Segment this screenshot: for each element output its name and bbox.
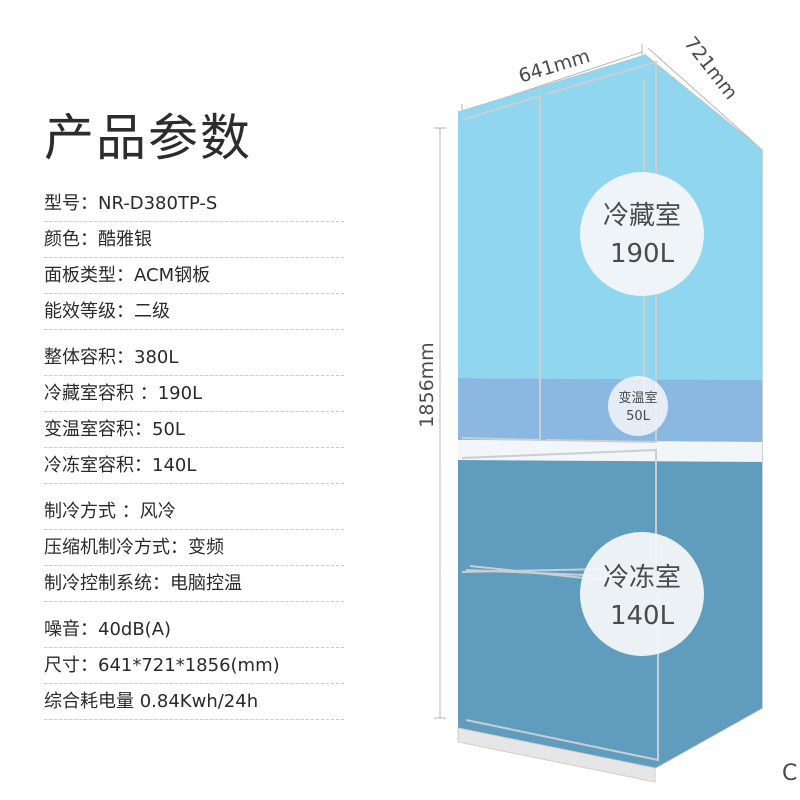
spec-label: 冷冻室容积： <box>44 455 152 476</box>
spec-row: 冷藏室容积 ：190L <box>44 376 344 412</box>
left-door-outline <box>461 94 541 442</box>
spec-value: 140L <box>152 455 197 476</box>
corner-glyph: C <box>782 761 797 786</box>
spec-row: 能效等级：二级 <box>44 294 344 330</box>
fridge-name: 冷藏室 <box>603 201 681 231</box>
spec-label: 整体容积： <box>44 347 134 368</box>
page-title: 产品参数 <box>44 109 252 167</box>
spec-label: 尺寸： <box>44 655 98 676</box>
spec-label: 型号： <box>44 193 98 214</box>
spec-label: 制冷方式 ： <box>44 501 140 522</box>
fridge-base <box>457 727 656 783</box>
spec-label: 颜色： <box>44 229 98 250</box>
spec-row: 冷冻室容积：140L <box>44 448 344 484</box>
fridge-badge: 冷藏室 190L <box>580 172 704 296</box>
depth-dim-line <box>647 47 761 149</box>
spec-label: 噪音： <box>44 619 98 640</box>
spec-row: 整体容积：380L <box>44 340 344 376</box>
freezer-volume: 140L <box>610 601 675 631</box>
spec-label: 压缩机制冷方式： <box>44 537 188 558</box>
spec-list: 型号：NR-D380TP-S 颜色：酷雅银 面板类型：ACM钢板 能效等级：二级… <box>44 186 344 720</box>
bottom-drawer-outline <box>465 569 659 762</box>
spec-value: 380L <box>134 347 179 368</box>
height-dimension-label: 1856mm <box>416 342 438 427</box>
spec-row: 型号：NR-D380TP-S <box>44 186 344 222</box>
spec-value: 二级 <box>134 301 170 322</box>
spec-value: NR-D380TP-S <box>98 193 218 214</box>
freezer-badge: 冷冻室 140L <box>580 532 704 656</box>
convertible-badge: 变温室 50L <box>608 376 668 436</box>
convertible-volume: 50L <box>626 409 651 424</box>
spec-value: 50L <box>152 419 185 440</box>
spec-label: 能效等级： <box>44 301 134 322</box>
spec-row: 颜色：酷雅银 <box>44 222 344 258</box>
spec-row: 噪音：40dB(A) <box>44 612 344 648</box>
spec-value: ACM钢板 <box>134 265 211 286</box>
spec-label: 变温室容积： <box>44 419 152 440</box>
fridge-body <box>456 53 764 783</box>
spec-label: 综合耗电量 <box>44 691 134 712</box>
spec-value: 641*721*1856(mm) <box>98 655 280 676</box>
convertible-name: 变温室 <box>618 390 657 406</box>
spec-row: 制冷控制系统：电脑控温 <box>44 566 344 602</box>
spec-label: 制冷控制系统： <box>44 573 170 594</box>
spec-value: 风冷 <box>139 501 176 522</box>
spec-row: 尺寸：641*721*1856(mm) <box>44 648 344 684</box>
spec-value: 电脑控温 <box>170 573 242 594</box>
spec-value: 190L <box>157 383 203 404</box>
spec-row: 变温室容积：50L <box>44 412 344 448</box>
spec-label: 面板类型： <box>44 265 134 286</box>
fridge-volume: 190L <box>610 239 675 269</box>
spec-row: 综合耗电量 0.84Kwh/24h <box>44 684 344 720</box>
spec-value: 0.84Kwh/24h <box>134 691 259 712</box>
spec-row: 制冷方式 ：风冷 <box>44 494 344 530</box>
spec-value: 40dB(A) <box>98 619 172 640</box>
spec-value: 酷雅银 <box>98 229 152 250</box>
spec-label: 冷藏室容积 ： <box>44 383 158 404</box>
top-drawer-outline <box>461 448 657 573</box>
freezer-name: 冷冻室 <box>603 563 681 593</box>
spec-value: 变频 <box>188 537 224 558</box>
spec-row: 面板类型：ACM钢板 <box>44 258 344 294</box>
spec-row: 压缩机制冷方式：变频 <box>44 530 344 566</box>
